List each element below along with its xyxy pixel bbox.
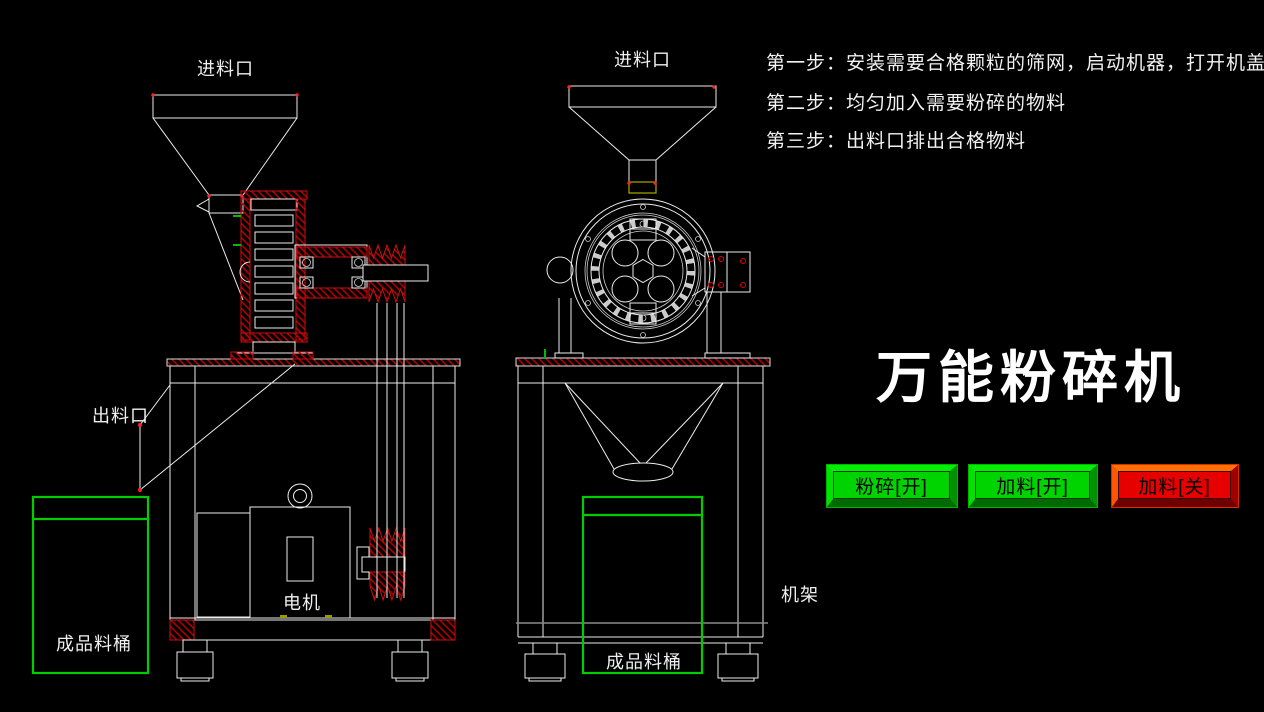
front-hopper-icon (568, 85, 717, 194)
hinge-bracket (691, 247, 751, 297)
side-outlet-chute (138, 363, 296, 492)
feed-gate-highlight (628, 181, 657, 194)
feed-off-button-label: 加料[关] (1138, 476, 1211, 498)
front-feet (524, 642, 759, 682)
motor-icon (196, 483, 351, 619)
side-frame (169, 366, 456, 641)
feed-on-button-label: 加料[开] (996, 476, 1069, 498)
side-product-bucket (31, 495, 150, 675)
cover-knob-icon (546, 256, 574, 284)
side-tabletop (166, 358, 461, 367)
side-view-drawing (31, 94, 461, 682)
side-bucket-label: 成品料桶 (56, 634, 132, 654)
side-upper-pulley-icon (362, 243, 429, 304)
side-inlet-label: 进料口 (197, 59, 254, 79)
side-feet (176, 639, 429, 682)
instruction-step-2: 第二步：均匀加入需要粉碎的物料 (766, 93, 1067, 114)
side-motor-pulley-icon (356, 526, 406, 602)
motor-label: 电机 (283, 593, 321, 613)
front-tabletop (515, 357, 771, 367)
discharge-cone (564, 382, 724, 482)
instruction-step-1: 第一步：安装需要合格颗粒的筛网，启动机器，打开机盖。 (766, 53, 1264, 74)
feed-off-button[interactable]: 加料[关] (1112, 465, 1238, 507)
belt-lines (376, 303, 405, 598)
front-frame (516, 365, 768, 644)
crush-on-button[interactable]: 粉碎[开] (827, 465, 957, 507)
front-grinder-circle (544, 198, 751, 359)
front-inlet-label: 进料口 (614, 50, 671, 70)
outlet-label: 出料口 (92, 406, 149, 426)
side-hopper-icon (152, 94, 298, 301)
side-grinding-chamber (230, 190, 314, 360)
instruction-step-3: 第三步：出料口排出合格物料 (766, 131, 1027, 152)
front-view-drawing (515, 85, 771, 682)
feed-on-button[interactable]: 加料[开] (969, 465, 1097, 507)
front-bucket-label: 成品料桶 (606, 652, 682, 672)
page-title: 万能粉碎机 (876, 348, 1186, 410)
side-bearing-housing (294, 244, 368, 299)
frame-label: 机架 (781, 585, 819, 605)
crush-on-button-label: 粉碎[开] (855, 476, 928, 498)
cad-endpoint-dots (151, 85, 716, 198)
front-product-bucket (581, 495, 704, 675)
